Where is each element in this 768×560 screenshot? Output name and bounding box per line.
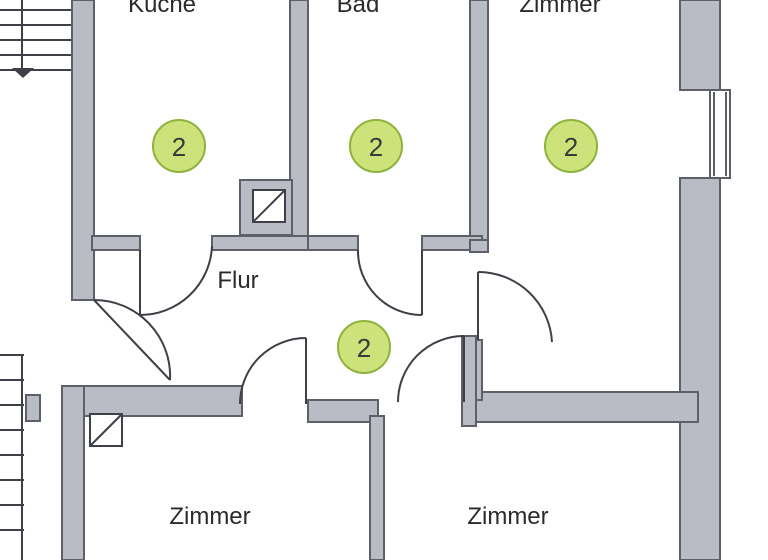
- badge-flur: 2: [337, 320, 391, 374]
- chimney-shaft-icon: [239, 179, 293, 236]
- room-label-zimmer-bottom-right: Zimmer: [467, 503, 548, 530]
- badge-value: 2: [369, 132, 383, 162]
- room-label-bad: Bad: [337, 0, 380, 18]
- stairs-icon: [0, 0, 72, 71]
- badge-value: 2: [357, 333, 371, 363]
- down-arrow-icon: [12, 68, 34, 78]
- badge-bad: 2: [349, 119, 403, 173]
- walls: [61, 0, 731, 560]
- chimney-shaft-icon: [89, 413, 123, 447]
- badge-zimmer-top: 2: [544, 119, 598, 173]
- stairs-icon: [0, 354, 24, 560]
- room-label-zimmer-top: Zimmer: [519, 0, 600, 18]
- badge-value: 2: [172, 132, 186, 162]
- badge-value: 2: [564, 132, 578, 162]
- badge-kueche: 2: [152, 119, 206, 173]
- door-swings: [93, 245, 553, 405]
- room-label-flur: Flur: [217, 267, 258, 294]
- room-label-kueche: Küche: [128, 0, 196, 18]
- room-label-zimmer-bottom-left: Zimmer: [169, 503, 250, 530]
